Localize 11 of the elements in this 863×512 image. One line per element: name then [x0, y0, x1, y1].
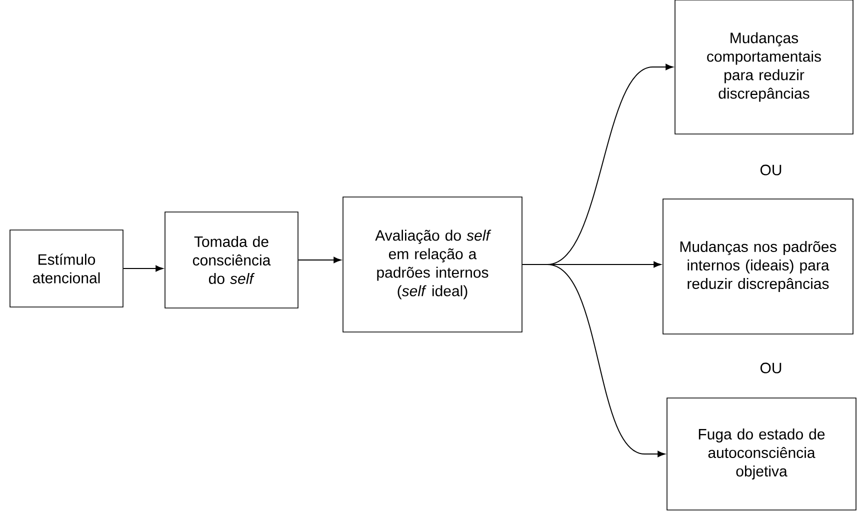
- process-box: Mudanças comportamentais para reduzir discrepâncias: [674, 0, 854, 134]
- process-box: Mudanças nos padrões internos (ideais) para reduzir discrepâncias: [662, 198, 854, 334]
- process-box: Estímulo atencional: [10, 230, 124, 308]
- separator-label: OU: [760, 164, 782, 176]
- process-box: Avaliação do self em relação a padrões internos (self ideal): [342, 196, 522, 332]
- process-box: Tomada de consciência do self: [164, 212, 298, 308]
- separator-label: OU: [760, 362, 782, 374]
- arrow: [522, 264, 666, 458]
- arrow: [298, 256, 342, 264]
- process-box: Fuga do estado de autoconsciência objetiva: [666, 398, 856, 510]
- arrow: [122, 265, 164, 272]
